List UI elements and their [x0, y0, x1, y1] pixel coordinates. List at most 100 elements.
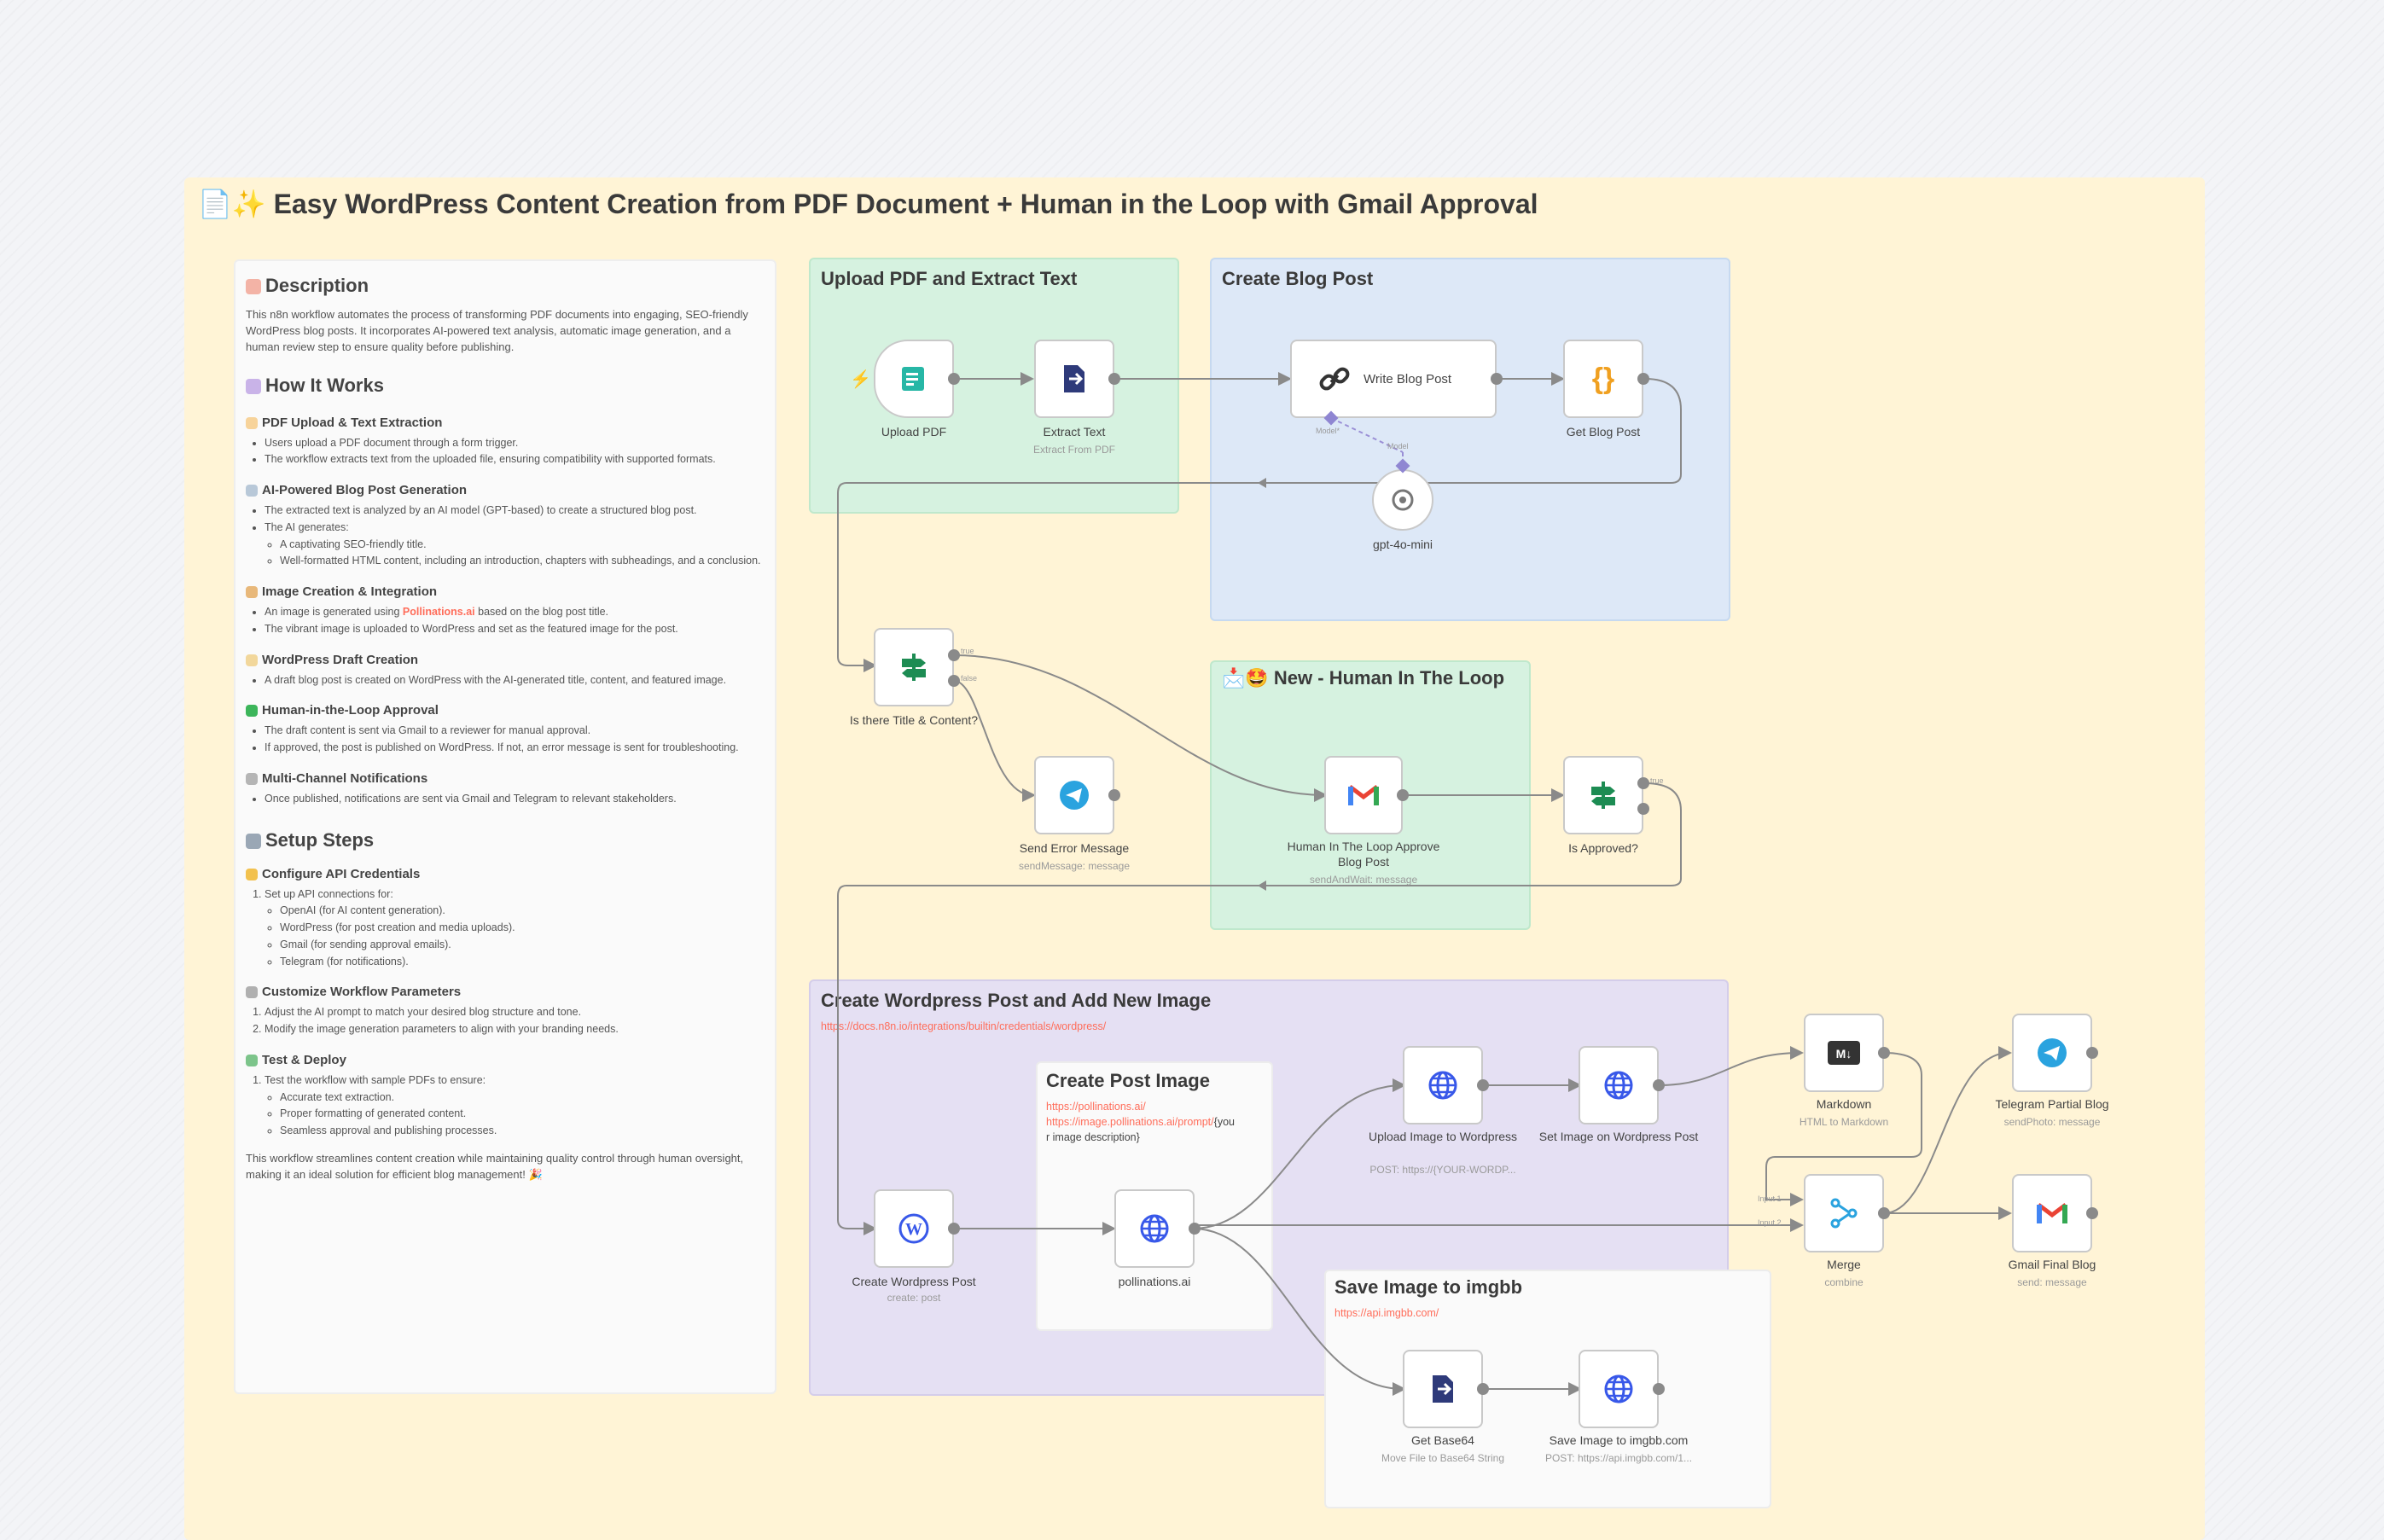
braces-icon: {}	[1591, 362, 1615, 395]
node-is-title-label: Is there Title & Content?	[849, 713, 979, 727]
how-it-works-title: How It Works	[265, 374, 384, 396]
node-gmail-final-label: Gmail Final Blog	[2008, 1258, 2096, 1271]
node-send-error[interactable]	[1034, 756, 1114, 834]
node-extract-text-label: Extract Text	[1043, 425, 1106, 439]
node-get-base64-label: Get Base64	[1411, 1433, 1474, 1447]
switch-icon	[902, 654, 926, 681]
gmail-icon	[1348, 785, 1379, 805]
wordpress-icon: W	[898, 1213, 929, 1244]
list-item: OpenAI (for AI content generation).	[280, 903, 765, 919]
list-item: If approved, the post is published on Wo…	[265, 740, 765, 756]
node-create-wp-sub: create: post	[887, 1292, 941, 1304]
list-item: Test the workflow with sample PDFs to en…	[265, 1073, 486, 1086]
pollinations-prompt-link[interactable]: https://image.pollinations.ai/prompt/	[1046, 1116, 1214, 1128]
group-wordpress-title: Create Wordpress Post and Add New Image	[821, 990, 1212, 1011]
list-item: Seamless approval and publishing process…	[280, 1123, 765, 1139]
node-send-error-label: Send Error Message	[1019, 841, 1130, 855]
pollinations-site-link[interactable]: https://pollinations.ai/	[1046, 1101, 1146, 1113]
list-item: An image is generated using	[265, 606, 403, 619]
group-blog[interactable]	[1210, 258, 1730, 621]
globe-icon	[1428, 1071, 1457, 1100]
robot-icon	[246, 485, 258, 497]
node-hitl-sub: sendAndWait: message	[1309, 874, 1418, 886]
file-export-icon	[1064, 365, 1084, 392]
node-get-base64[interactable]	[1403, 1350, 1483, 1428]
description-note[interactable]: Description This n8n workflow automates …	[234, 259, 776, 1394]
merge-icon	[1830, 1198, 1858, 1229]
node-gmail-final[interactable]	[2012, 1174, 2092, 1252]
globe-icon	[1140, 1214, 1169, 1243]
node-write-blog-label: Write Blog Post	[1364, 371, 1452, 386]
node-hitl-gmail[interactable]	[1324, 756, 1403, 834]
false-output-label: false	[961, 674, 978, 683]
group-hitl-title-text: New - Human In The Loop	[1273, 667, 1505, 689]
section-title: WordPress Draft Creation	[262, 652, 419, 667]
section-title: Test & Deploy	[262, 1052, 346, 1067]
trigger-bolt-icon: ⚡	[850, 370, 871, 389]
list-item: Telegram (for notifications).	[280, 954, 765, 970]
check-icon	[246, 705, 258, 718]
node-extract-text-sub: Extract From PDF	[1032, 444, 1115, 456]
pollinations-prompt-line: https://image.pollinations.ai/prompt/{yo…	[1046, 1116, 1235, 1128]
switch-icon	[1591, 782, 1615, 809]
svg-text:W: W	[905, 1220, 922, 1239]
node-gmail-final-sub: send: message	[2017, 1276, 2087, 1288]
file-export-icon	[1433, 1375, 1453, 1403]
node-gpt-label: gpt-4o-mini	[1372, 538, 1433, 551]
gmail-icon	[2037, 1203, 2067, 1223]
list-item: Set up API connections for:	[265, 887, 393, 900]
prompt-text-cont: r image description}	[1046, 1131, 1140, 1143]
node-upload-image-sub: POST: https://{YOUR-WORDP...	[1369, 1164, 1516, 1176]
node-save-imgbb[interactable]	[1579, 1350, 1659, 1428]
node-merge-label: Merge	[1827, 1258, 1861, 1271]
list-item: A captivating SEO-friendly title.	[280, 537, 765, 553]
imgbb-link[interactable]: https://api.imgbb.com/	[1334, 1307, 1439, 1319]
node-save-imgbb-sub: POST: https://api.imgbb.com/1...	[1544, 1452, 1693, 1464]
approved-true-label: true	[1650, 776, 1664, 785]
true-output-label: true	[961, 647, 974, 655]
wordpress-docs-link[interactable]: https://docs.n8n.io/integrations/builtin…	[821, 1020, 1107, 1032]
group-hitl-title: 📩🤩 New - Human In The Loop	[1222, 667, 1504, 689]
node-get-base64-sub: Move File to Base64 String	[1381, 1452, 1505, 1464]
node-set-image-label: Set Image on Wordpress Post	[1538, 1130, 1699, 1143]
node-upload-image[interactable]	[1403, 1046, 1483, 1124]
list-item: Modify the image generation parameters t…	[265, 1021, 765, 1037]
node-gpt-model[interactable]	[1372, 469, 1433, 531]
section-title: Customize Workflow Parameters	[262, 985, 462, 1000]
node-extract-text[interactable]	[1034, 340, 1114, 418]
node-get-blog-label: Get Blog Post	[1566, 425, 1641, 439]
node-telegram-partial-sub: sendPhoto: message	[2003, 1116, 2101, 1128]
node-telegram-partial[interactable]	[2012, 1014, 2092, 1092]
rocket-icon	[246, 378, 261, 394]
node-upload-pdf-label: Upload PDF	[881, 425, 947, 439]
svg-text:M↓: M↓	[1836, 1047, 1852, 1061]
test-tube-icon	[246, 1054, 258, 1066]
node-markdown[interactable]: M↓	[1804, 1014, 1884, 1092]
model-port-label-left: Model*	[1316, 427, 1340, 435]
list-item: The vibrant image is uploaded to WordPre…	[265, 621, 765, 637]
list-item: A draft blog post is created on WordPres…	[265, 672, 765, 689]
list-item: The AI generates:	[265, 520, 349, 533]
group-upload[interactable]	[809, 258, 1179, 514]
section-title: AI-Powered Blog Post Generation	[262, 483, 468, 498]
list-item: based on the blog post title.	[474, 606, 609, 619]
target-icon	[246, 279, 261, 294]
group-imgbb-title: Save Image to imgbb	[1334, 1276, 1523, 1298]
list-item: The workflow extracts text from the uplo…	[265, 451, 765, 468]
node-is-title[interactable]	[874, 628, 954, 706]
node-is-approved-label: Is Approved?	[1568, 841, 1638, 855]
node-create-wp-label: Create Wordpress Post	[852, 1275, 976, 1288]
pollinations-link[interactable]: Pollinations.ai	[402, 606, 475, 619]
page-icon	[246, 416, 258, 429]
section-title: PDF Upload & Text Extraction	[262, 415, 443, 430]
node-write-blog[interactable]: Write Blog Post	[1290, 340, 1497, 418]
node-markdown-sub: HTML to Markdown	[1799, 1116, 1889, 1128]
setup-steps-title: Setup Steps	[265, 828, 375, 851]
node-is-approved[interactable]	[1563, 756, 1643, 834]
node-pollinations[interactable]	[1114, 1189, 1195, 1268]
node-upload-image-label: Upload Image to Wordpress	[1368, 1130, 1518, 1143]
node-hitl-label: Human In The Loop Approve Blog Post	[1287, 840, 1440, 869]
section-title: Multi-Channel Notifications	[262, 770, 428, 786]
